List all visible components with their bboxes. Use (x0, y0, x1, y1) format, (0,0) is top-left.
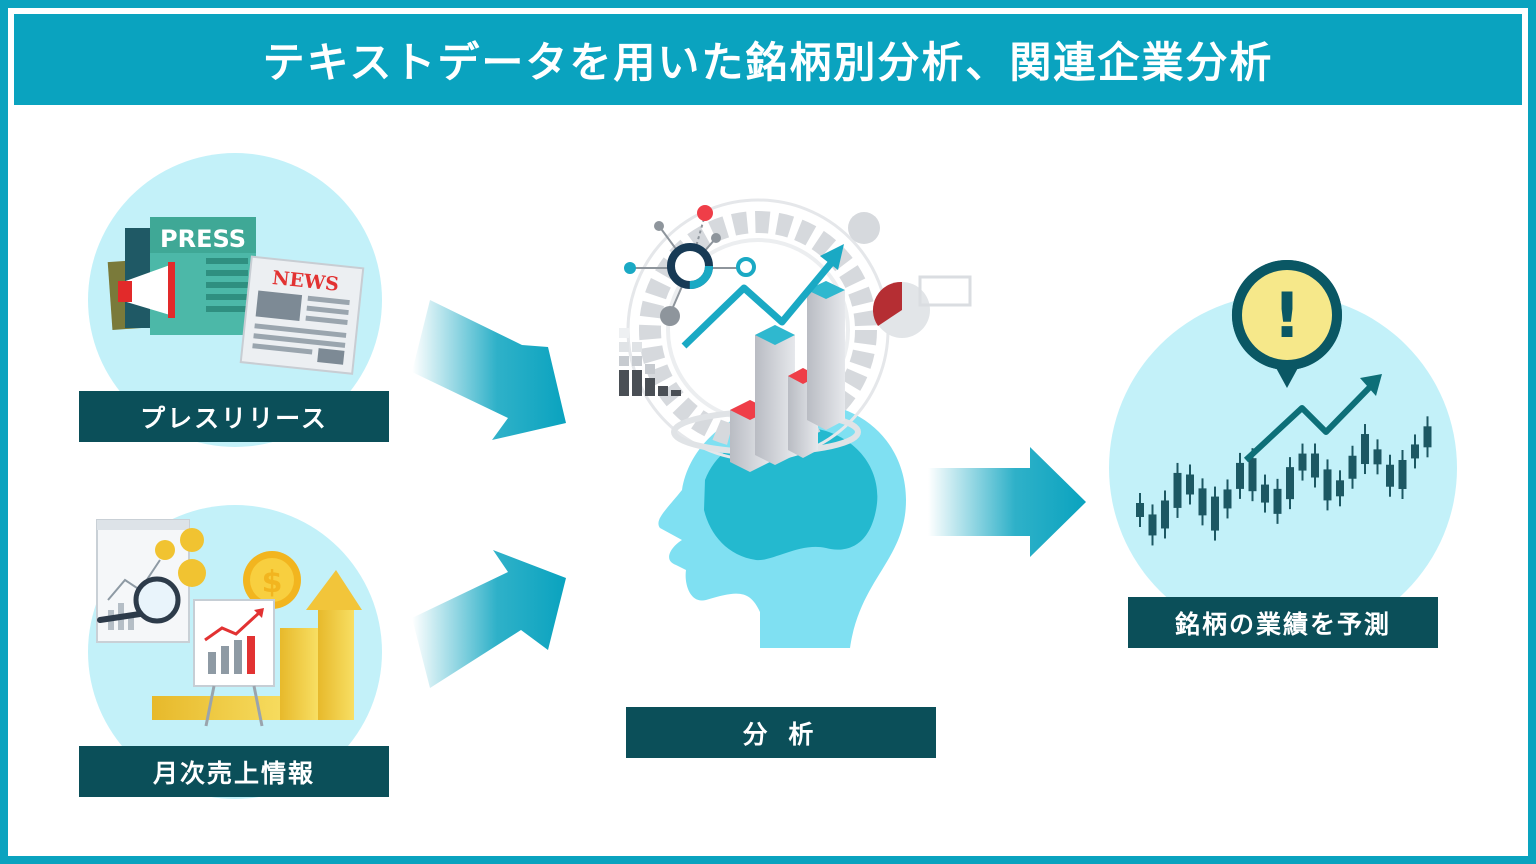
label-analysis: 分 析 (626, 707, 936, 758)
candle-body (1198, 488, 1207, 516)
candle-body (1386, 464, 1394, 487)
arrow-press-to-analysis (412, 300, 566, 440)
press-news-icon: PRESS NEWS (88, 153, 382, 447)
candle-body (1148, 514, 1157, 536)
candle-body (1211, 496, 1219, 531)
sales-report-icon: $ (88, 505, 382, 799)
coin-icons: $ (155, 528, 301, 609)
candle-body (1248, 458, 1257, 492)
candle-body (1261, 484, 1269, 503)
candle-body (1173, 472, 1182, 508)
gold-arrow (306, 570, 362, 610)
candle-body (1186, 474, 1194, 495)
candle-body (1373, 449, 1382, 465)
page-title: テキストデータを用いた銘柄別分析、関連企業分析 (14, 14, 1522, 105)
candle-body (1398, 459, 1407, 489)
alert-symbol: ! (1273, 279, 1301, 352)
candle-body (1236, 462, 1244, 489)
trend-arrow-line (681, 259, 835, 349)
megaphone-icon (118, 262, 175, 318)
ai-head-icon (619, 198, 972, 648)
stock-chart-icon: ! (1109, 260, 1457, 642)
candlestick-chart (1136, 416, 1432, 546)
label-forecast: 銘柄の業績を予測 (1128, 597, 1438, 648)
output-trend-line (1243, 384, 1373, 463)
candle-body (1161, 500, 1169, 529)
candle-body (1323, 469, 1332, 501)
magnifier-icon (97, 576, 181, 624)
candle-body (1311, 453, 1319, 478)
candle-body (1273, 488, 1282, 514)
alert-icon: ! (1231, 260, 1342, 388)
dollar-symbol: $ (262, 565, 283, 600)
candle-body (1298, 453, 1307, 471)
candle-body (1348, 455, 1357, 479)
candle-body (1411, 444, 1419, 459)
candle-body (1361, 434, 1369, 465)
arrow-sales-to-analysis (412, 550, 566, 688)
report-board-icon (193, 599, 275, 727)
network-node-icon (624, 205, 756, 326)
candle-body (1423, 426, 1432, 448)
press-badge-text: PRESS (160, 225, 246, 253)
candle-body (1223, 489, 1232, 509)
label-press-release: プレスリリース (79, 391, 389, 442)
label-monthly-sales: 月次売上情報 (79, 746, 389, 797)
candle-body (1336, 480, 1344, 497)
arrow-analysis-to-output (928, 447, 1086, 557)
candle-body (1286, 467, 1294, 500)
candle-body (1136, 503, 1144, 517)
news-paper: NEWS (239, 255, 365, 375)
